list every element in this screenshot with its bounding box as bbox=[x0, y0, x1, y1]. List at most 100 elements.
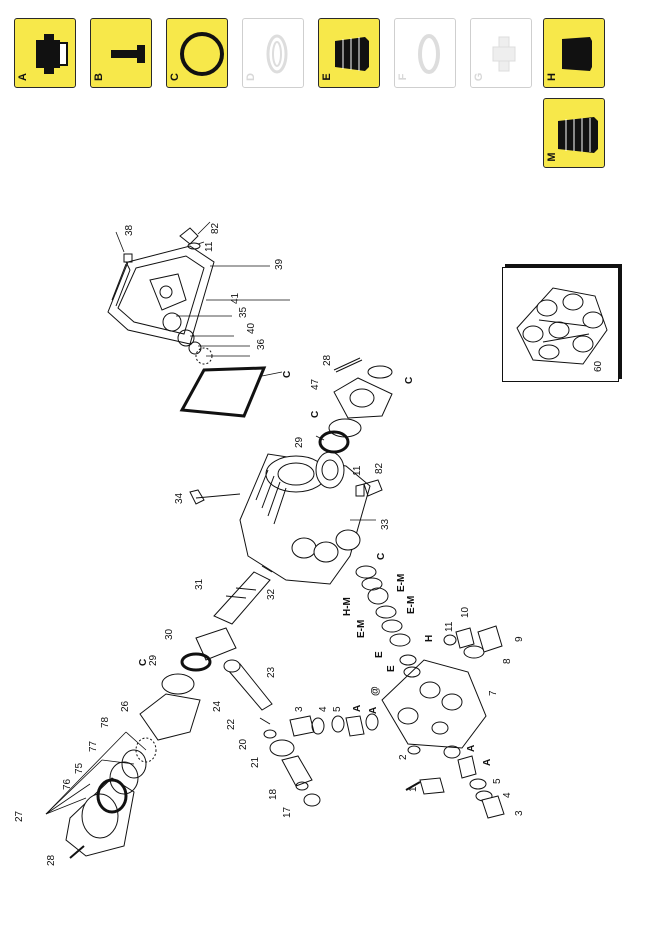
label-82-top: 82 bbox=[210, 222, 221, 234]
ring-em-3[interactable] bbox=[381, 619, 403, 633]
bearing-flange-47[interactable] bbox=[333, 377, 393, 419]
seal-c-left[interactable] bbox=[161, 673, 195, 695]
ring-h[interactable] bbox=[389, 633, 411, 647]
label-29-right: 29 bbox=[294, 436, 305, 448]
ring-5-bottom[interactable] bbox=[469, 778, 487, 790]
label-8: 8 bbox=[502, 658, 513, 664]
pump-head-manifold-7[interactable] bbox=[381, 659, 487, 749]
label-24: 24 bbox=[212, 700, 223, 712]
valve-plug-3-bottom[interactable] bbox=[481, 795, 505, 819]
seat-a-bottom[interactable] bbox=[443, 745, 461, 759]
kit-c-icon bbox=[180, 32, 224, 76]
kit-button-h[interactable]: H bbox=[543, 18, 605, 88]
label-38: 38 bbox=[124, 224, 135, 236]
screw-1[interactable] bbox=[419, 777, 445, 795]
kit-m-icon bbox=[558, 117, 598, 153]
crank-cover-27[interactable] bbox=[65, 777, 135, 857]
connecting-rod-24[interactable] bbox=[223, 659, 273, 711]
bearing-29-right[interactable] bbox=[318, 430, 350, 454]
dipstick-34[interactable] bbox=[189, 489, 241, 505]
plug-9[interactable] bbox=[477, 625, 503, 653]
kit-button-f[interactable]: F bbox=[394, 18, 456, 88]
oring-4-top[interactable] bbox=[311, 717, 325, 735]
kit-mark-em-1: E-M bbox=[396, 574, 407, 592]
ring-17[interactable] bbox=[303, 793, 321, 807]
label-78: 78 bbox=[100, 716, 111, 728]
plunger-22[interactable] bbox=[259, 717, 271, 725]
washer-8[interactable] bbox=[463, 645, 485, 659]
seal-hm[interactable] bbox=[367, 587, 389, 605]
ring-20[interactable] bbox=[263, 729, 277, 739]
seat-a-top[interactable] bbox=[365, 713, 379, 731]
kit-mark-e-1: E bbox=[374, 651, 385, 658]
pump-head-assembly-inset[interactable]: 60 bbox=[502, 267, 619, 382]
oring-11-right[interactable] bbox=[443, 634, 457, 646]
valve-a-top[interactable] bbox=[345, 715, 365, 737]
plunger-18[interactable] bbox=[281, 755, 313, 787]
label-41: 41 bbox=[230, 292, 241, 304]
plug-10[interactable] bbox=[455, 627, 475, 649]
kit-button-c[interactable]: C bbox=[166, 18, 228, 88]
label-28-left: 28 bbox=[46, 854, 57, 866]
kit-mark-a-4: A bbox=[482, 759, 493, 766]
kit-mark-em-2: E-M bbox=[406, 596, 417, 614]
seal-75[interactable] bbox=[109, 761, 139, 795]
ring-78[interactable] bbox=[135, 737, 157, 763]
washer-2[interactable] bbox=[407, 745, 421, 755]
pump-head-assembly-image: 60 bbox=[516, 287, 608, 372]
bearing-29-left[interactable] bbox=[180, 652, 212, 672]
cover-gasket[interactable] bbox=[179, 366, 267, 418]
label-32: 32 bbox=[266, 588, 277, 600]
kit-mark-a-3: A bbox=[466, 745, 477, 752]
kit-button-a[interactable]: A bbox=[14, 18, 76, 88]
ring-35[interactable] bbox=[177, 329, 195, 347]
crankshaft-31[interactable] bbox=[213, 571, 271, 625]
label-76: 76 bbox=[62, 778, 73, 790]
valve-a-bottom[interactable] bbox=[457, 755, 477, 779]
kit-button-e[interactable]: E bbox=[318, 18, 380, 88]
kit-mark-hm: H-M bbox=[342, 597, 353, 616]
kit-mark-c-right: C bbox=[310, 411, 321, 418]
label-30: 30 bbox=[164, 628, 175, 640]
label-4-top: 4 bbox=[318, 706, 329, 712]
label-28-right: 28 bbox=[322, 354, 333, 366]
kit-button-g[interactable]: G bbox=[470, 18, 532, 88]
seal-c-flange[interactable] bbox=[367, 365, 393, 379]
valve-plug-3-top[interactable] bbox=[289, 715, 315, 737]
oring-11-top[interactable] bbox=[187, 242, 201, 250]
seal-c-stack[interactable] bbox=[355, 565, 377, 579]
kit-button-d[interactable]: D bbox=[242, 18, 304, 88]
washer-77[interactable] bbox=[121, 749, 147, 779]
screw-28-left[interactable] bbox=[69, 845, 85, 859]
gasket-26[interactable] bbox=[139, 693, 201, 741]
kit-button-b[interactable]: B bbox=[90, 18, 152, 88]
label-35: 35 bbox=[238, 306, 249, 318]
oil-seal-41[interactable] bbox=[162, 312, 182, 332]
label-31: 31 bbox=[194, 578, 205, 590]
oil-seal-c-right[interactable] bbox=[328, 418, 362, 438]
ring-e-2[interactable] bbox=[403, 666, 421, 678]
screw-28-right[interactable] bbox=[333, 357, 363, 373]
rear-flange-30[interactable] bbox=[195, 627, 237, 661]
plug-82-mid[interactable] bbox=[363, 479, 383, 497]
ring-em-2[interactable] bbox=[375, 605, 397, 619]
kit-g-icon bbox=[492, 36, 516, 72]
key-32[interactable] bbox=[261, 565, 273, 573]
ring-76[interactable] bbox=[96, 778, 128, 814]
kit-button-m[interactable]: M bbox=[543, 98, 605, 168]
label-9: 9 bbox=[514, 636, 525, 642]
plug-82-top[interactable] bbox=[179, 227, 199, 245]
kit-mark-a-1: A bbox=[352, 705, 363, 712]
label-82-mid: 82 bbox=[374, 462, 385, 474]
seal-21[interactable] bbox=[269, 739, 295, 757]
washer-40[interactable] bbox=[188, 341, 202, 355]
part-number-labels: 82 11 38 39 41 35 40 36 C 28 47 C C 29 1… bbox=[14, 222, 525, 866]
screw-38[interactable] bbox=[123, 253, 133, 271]
crankcase-33[interactable] bbox=[239, 451, 371, 585]
washer-18b[interactable] bbox=[295, 781, 309, 791]
oring-11-mid[interactable] bbox=[355, 483, 365, 497]
ring-5-top[interactable] bbox=[331, 715, 345, 733]
label-5-top: 5 bbox=[332, 706, 343, 712]
ring-e-1[interactable] bbox=[399, 654, 417, 666]
